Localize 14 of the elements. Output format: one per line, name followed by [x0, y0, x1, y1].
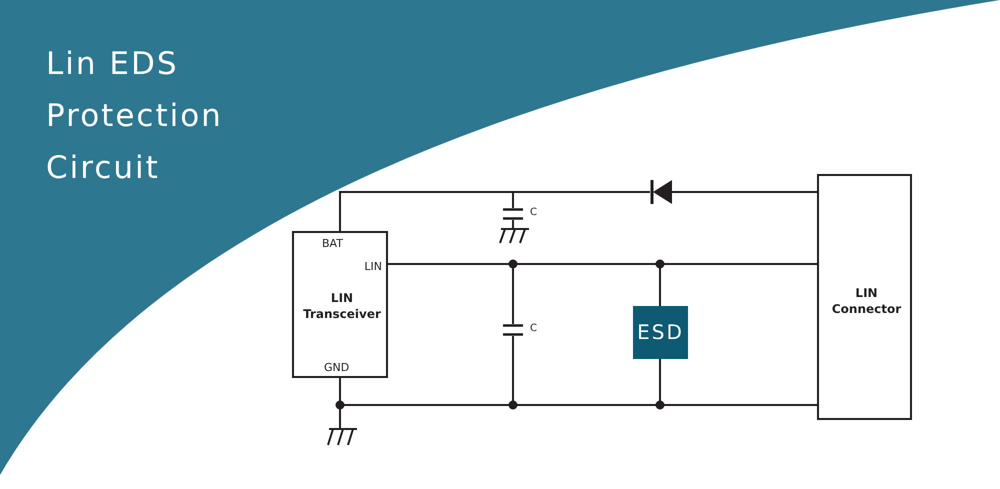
title: Lin EDS Protection Circuit: [46, 45, 223, 188]
component-label: C: [530, 207, 537, 218]
component-label: LIN Transceiver: [302, 291, 382, 322]
wire: [512, 220, 514, 228]
esd-box: [633, 306, 688, 359]
component-label: LIN Connector: [830, 286, 902, 318]
connector-box: [817, 174, 912, 420]
pin-label: BAT: [322, 237, 343, 252]
transceiver-box: [292, 231, 388, 378]
component-label: ESD: [636, 319, 685, 345]
component-label: C: [530, 323, 537, 334]
pin-label: LIN: [364, 260, 382, 274]
wire: [672, 191, 817, 193]
pin-label: GND: [324, 361, 350, 376]
